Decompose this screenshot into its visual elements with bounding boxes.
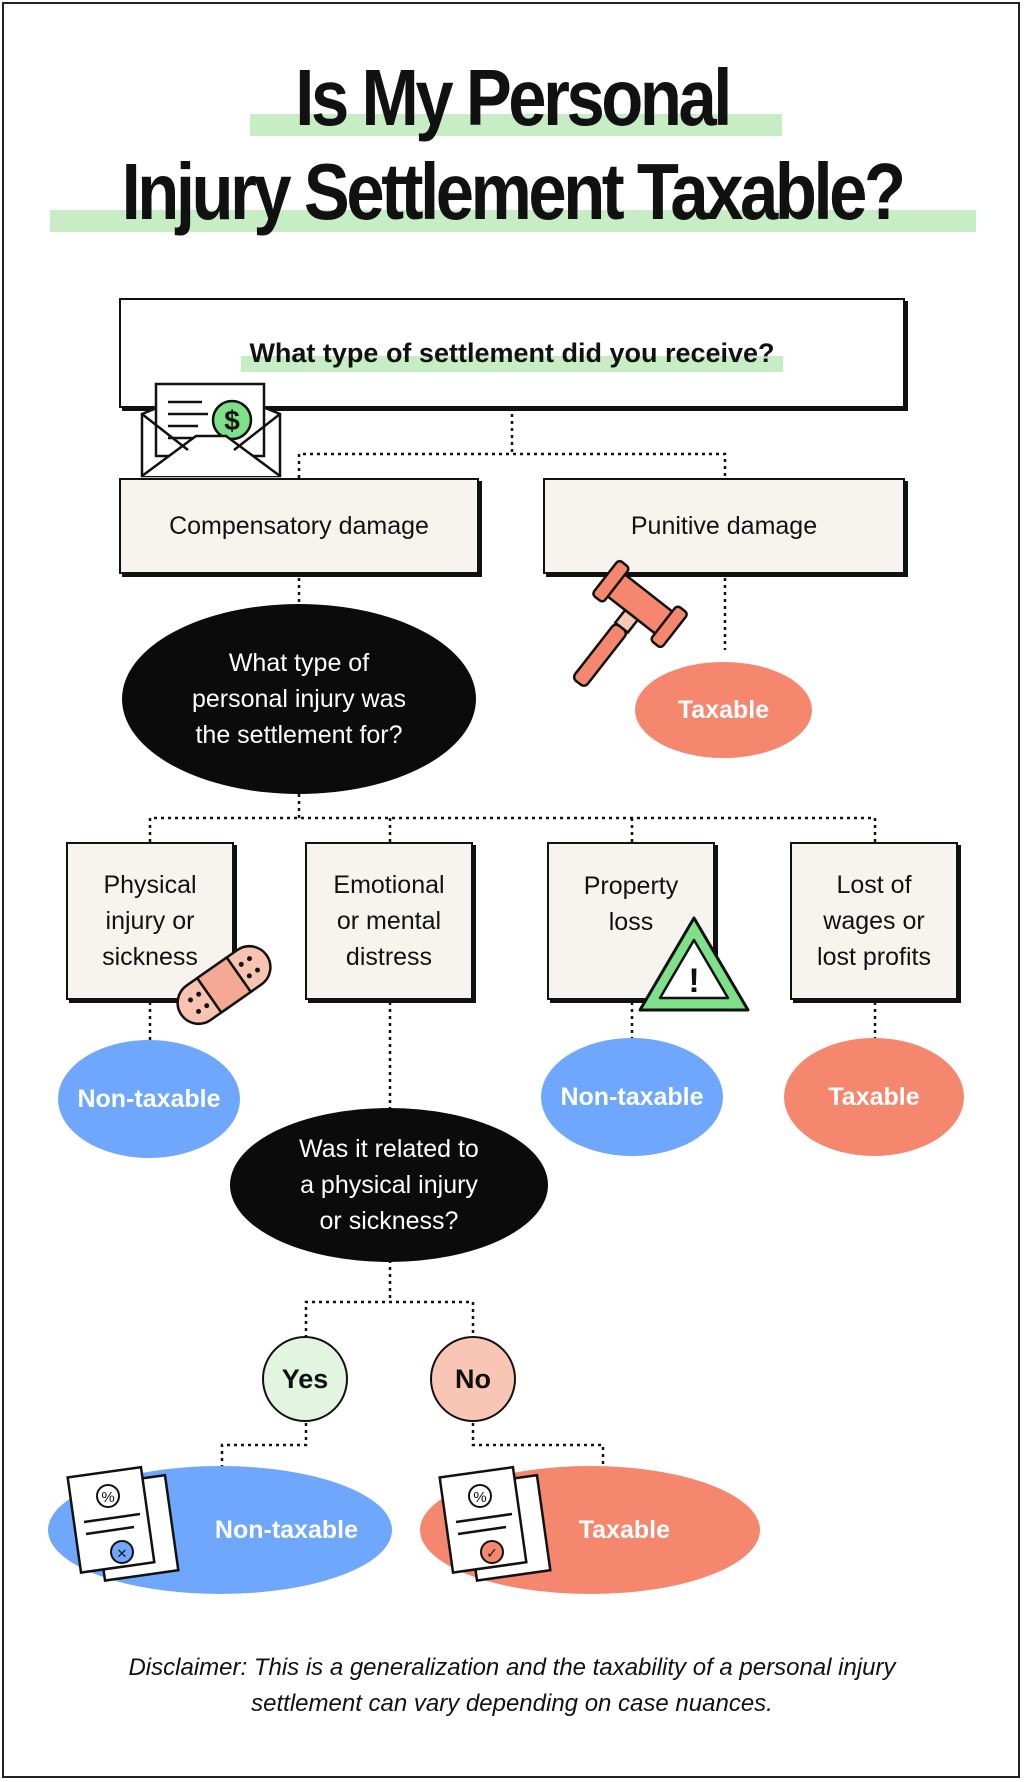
- disclaimer: Disclaimer: This is a generalization and…: [128, 1654, 896, 1717]
- physical-non-taxable-result: Non-taxable: [58, 1040, 240, 1158]
- svg-text:$: $: [224, 405, 240, 436]
- compensatory-damage-label: Compensatory damage: [169, 512, 429, 540]
- settlement-type-question: What type of settlement did you receive?: [249, 337, 775, 368]
- svg-text:✕: ✕: [117, 1547, 128, 1562]
- physical-injury-box: Physical injury or sickness: [66, 842, 234, 1000]
- physical-related-question: Was it related to a physical injury or s…: [230, 1108, 548, 1262]
- tax-document-check-icon: % ✓: [438, 1465, 552, 1582]
- compensatory-damage-box: Compensatory damage: [119, 478, 479, 574]
- svg-text:!: !: [688, 962, 699, 1000]
- svg-text:%: %: [473, 1489, 486, 1506]
- injury-type-question: What type of personal injury was the set…: [122, 604, 476, 794]
- title-line-2: Injury Settlement Taxable?: [0, 152, 1024, 232]
- property-non-taxable-result: Non-taxable: [541, 1038, 723, 1156]
- title-line-1: Is My Personal: [0, 58, 1024, 138]
- emotional-distress-box: Emotional or mental distress: [305, 842, 473, 1000]
- dollar-envelope-icon: $: [140, 382, 282, 478]
- settlement-type-question-box: What type of settlement did you receive?: [119, 298, 905, 408]
- gavel-icon: [572, 559, 688, 687]
- bandage-icon: [176, 944, 272, 1026]
- svg-text:%: %: [101, 1489, 114, 1506]
- yes-answer: Yes: [262, 1336, 348, 1422]
- svg-text:✓: ✓: [486, 1546, 498, 1562]
- property-loss-box: Property loss: [547, 842, 715, 1000]
- lost-wages-box: Lost of wages or lost profits: [790, 842, 958, 1000]
- warning-triangle-icon: !: [638, 916, 750, 1012]
- punitive-taxable-result: Taxable: [635, 662, 812, 758]
- punitive-damage-label: Punitive damage: [630, 512, 818, 540]
- no-answer: No: [430, 1336, 516, 1422]
- tax-document-x-icon: % ✕: [66, 1465, 180, 1582]
- punitive-damage-box: Punitive damage: [543, 478, 905, 574]
- wages-taxable-result: Taxable: [784, 1038, 964, 1156]
